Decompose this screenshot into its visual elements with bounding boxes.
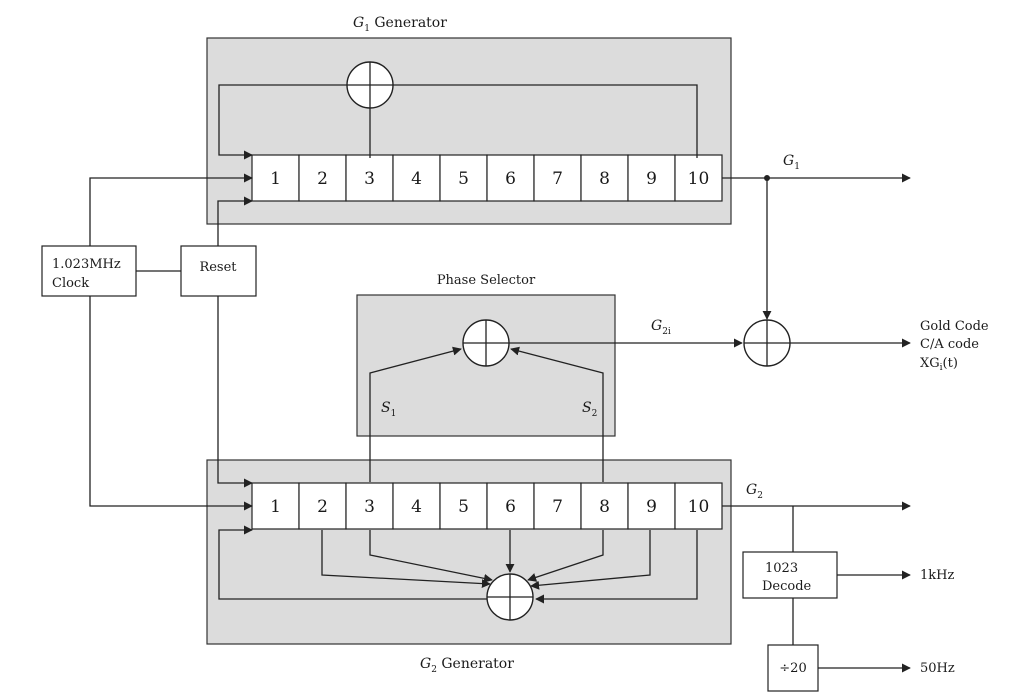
g2-tap-10 xyxy=(535,530,698,604)
g2-cell-label-5: 5 xyxy=(458,497,469,517)
output-label-line1: Gold Code xyxy=(920,319,989,334)
output-label-line2: C/A code xyxy=(920,337,979,352)
g1-cell-label-8: 8 xyxy=(599,169,610,189)
reset-to-g1-wire xyxy=(217,196,253,246)
g2-cell-label-1: 1 xyxy=(270,497,281,517)
g1-cell-9 xyxy=(627,154,676,202)
g1-cell-6 xyxy=(486,154,535,202)
g2-tap-8 xyxy=(527,530,604,582)
g2-cell-7 xyxy=(533,482,582,530)
g2i-signal-label: G2i xyxy=(651,318,671,337)
g1-cell-label-7: 7 xyxy=(552,169,563,189)
g1-cell-3 xyxy=(345,154,394,202)
g1-cell-label-5: 5 xyxy=(458,169,469,189)
g2-tap-2 xyxy=(321,530,491,589)
g1-cell-label-4: 4 xyxy=(411,169,422,189)
g1-feedback-wire xyxy=(218,84,347,160)
g1-signal-label: G1 xyxy=(783,153,800,172)
g2-cell-4 xyxy=(392,482,441,530)
g1-cell-10 xyxy=(674,154,723,202)
clock-to-g1-wire xyxy=(89,173,253,246)
output-label-line3: XGi(t) xyxy=(920,356,958,373)
s2-tap-wire xyxy=(510,346,604,482)
g1-cell-5 xyxy=(439,154,488,202)
g1-cell-2 xyxy=(298,154,347,202)
g2-feedback-wire xyxy=(218,525,487,600)
g2-cell-label-10: 10 xyxy=(688,497,710,517)
g2-cell-label-2: 2 xyxy=(317,497,328,517)
s2-label: S2 xyxy=(582,400,597,419)
g2-cell-1 xyxy=(251,482,300,530)
decode-box xyxy=(742,551,838,599)
g2-cell-3 xyxy=(345,482,394,530)
g2-cell-10 xyxy=(674,482,723,530)
g2-cell-label-7: 7 xyxy=(552,497,563,517)
clock-box xyxy=(41,245,137,297)
clock-to-g2-wire xyxy=(89,296,253,511)
g2-cell-label-6: 6 xyxy=(505,497,516,517)
g2-cell-label-9: 9 xyxy=(646,497,657,517)
g2-cell-5 xyxy=(439,482,488,530)
g1-cell-label-9: 9 xyxy=(646,169,657,189)
50hz-label: 50Hz xyxy=(920,661,955,676)
g2-signal-label: G2 xyxy=(746,482,763,501)
g1-tap-10 xyxy=(393,84,698,158)
decode-label-line1: 1023 xyxy=(765,561,798,576)
s1-label: S1 xyxy=(381,400,396,419)
reset-box xyxy=(180,245,257,297)
g2-cell-6 xyxy=(486,482,535,530)
g1-generator-title: G1 Generator xyxy=(353,15,447,34)
1khz-label: 1kHz xyxy=(920,568,954,583)
g1-cell-7 xyxy=(533,154,582,202)
decode-label-line2: Decode xyxy=(762,579,812,594)
reset-label: Reset xyxy=(199,260,237,275)
clock-label-line2: Clock xyxy=(52,276,89,291)
g2-tap-9 xyxy=(530,530,651,590)
s1-tap-wire xyxy=(369,346,462,482)
g2-cell-9 xyxy=(627,482,676,530)
g1-cell-label-3: 3 xyxy=(364,169,375,189)
divider-label: ÷20 xyxy=(779,661,806,676)
g1-cell-label-2: 2 xyxy=(317,169,328,189)
g1-shift-register: 1 2 3 4 5 6 7 8 9 10 xyxy=(251,154,723,202)
g2-cell-label-3: 3 xyxy=(364,497,375,517)
g2-cell-label-4: 4 xyxy=(411,497,422,517)
phase-selector-title: Phase Selector xyxy=(437,273,536,288)
g2-tap-3 xyxy=(369,530,493,583)
g2-generator-title: G2 Generator xyxy=(420,656,514,675)
g2-cell-label-8: 8 xyxy=(599,497,610,517)
g1-cell-label-10: 10 xyxy=(688,169,710,189)
clock-label-line1: 1.023MHz xyxy=(52,257,121,272)
g1-cell-label-6: 6 xyxy=(505,169,516,189)
g2-shift-register: 1 2 3 4 5 6 7 8 9 10 xyxy=(251,482,723,530)
g1-cell-label-1: 1 xyxy=(270,169,281,189)
g2-cell-8 xyxy=(580,482,629,530)
reset-to-g2-wire xyxy=(217,296,253,488)
g1-cell-4 xyxy=(392,154,441,202)
